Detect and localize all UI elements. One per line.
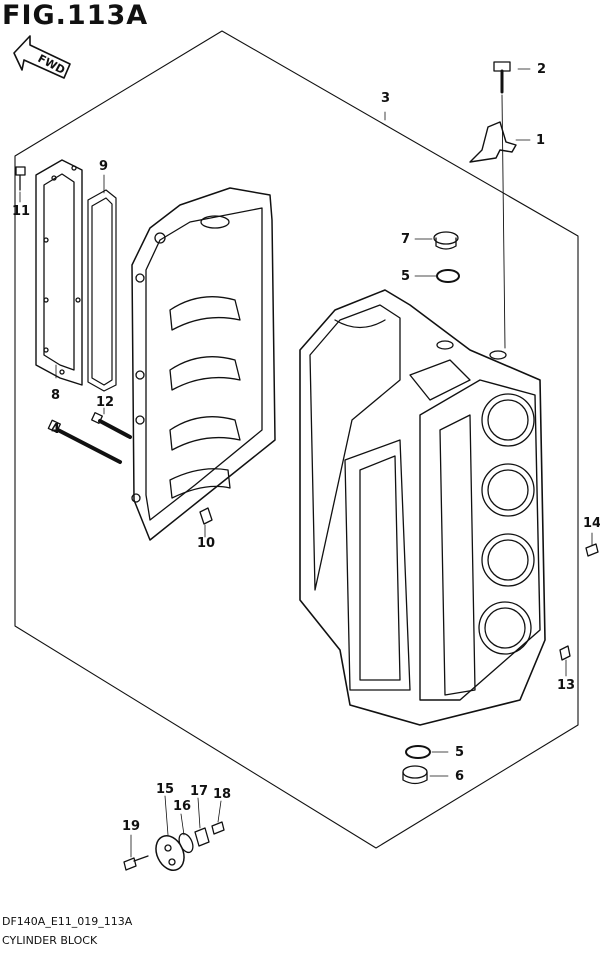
callout-part-5-lower: 5 [455, 745, 465, 760]
callout-part-17: 17 [190, 784, 209, 799]
part-bolt-small-11 [15, 166, 26, 191]
callout-part-12: 12 [96, 395, 115, 410]
callout-part-3: 3 [381, 91, 391, 106]
fwd-arrow-icon: FWD [13, 35, 71, 79]
callout-part-16: 16 [173, 799, 192, 814]
part-clamp-bracket [469, 121, 517, 163]
assembly-outline [14, 30, 579, 849]
part-cylinder-block [299, 289, 546, 726]
part-bolt-12 [91, 412, 132, 439]
part-plug-6 [402, 765, 428, 785]
callout-leaders [19, 68, 593, 858]
callout-part-9: 9 [99, 159, 109, 174]
callout-part-4: 4 [51, 422, 61, 437]
callout-part-5-upper: 5 [401, 269, 411, 284]
diagram-footer: DF140A_E11_019_113A CYLINDER BLOCK [2, 912, 132, 950]
callout-part-11: 11 [12, 204, 31, 219]
part-o-ring-lower [405, 745, 431, 759]
part-bolt-top-2 [493, 61, 511, 94]
part-dowel [199, 507, 213, 525]
part-cover-frame [35, 159, 83, 386]
callout-part-10: 10 [197, 536, 216, 551]
part-fitting-13 [559, 645, 571, 661]
callout-part-8: 8 [51, 388, 61, 403]
part-o-ring-upper [436, 269, 460, 283]
part-fitting-14 [585, 543, 599, 557]
callout-part-19: 19 [122, 819, 141, 834]
diagram-caption: CYLINDER BLOCK [2, 934, 98, 947]
callout-part-1: 1 [536, 133, 546, 148]
callout-part-18: 18 [213, 787, 232, 802]
callout-part-14: 14 [583, 516, 600, 531]
part-gasket [87, 189, 117, 392]
callout-part-15: 15 [156, 782, 175, 797]
diagram-code: DF140A_E11_019_113A [2, 915, 133, 928]
part-cap-assembly [123, 821, 225, 871]
part-crankcase-half [131, 187, 276, 541]
part-plug-7 [433, 231, 459, 250]
assembly-leader-line [501, 94, 506, 349]
callout-part-2: 2 [537, 62, 547, 77]
callout-part-6: 6 [455, 769, 465, 784]
figure-title: FIG.113A [2, 0, 149, 31]
callout-part-13: 13 [557, 678, 576, 693]
part-bolt-4 [47, 419, 122, 464]
callout-part-7: 7 [401, 232, 411, 247]
